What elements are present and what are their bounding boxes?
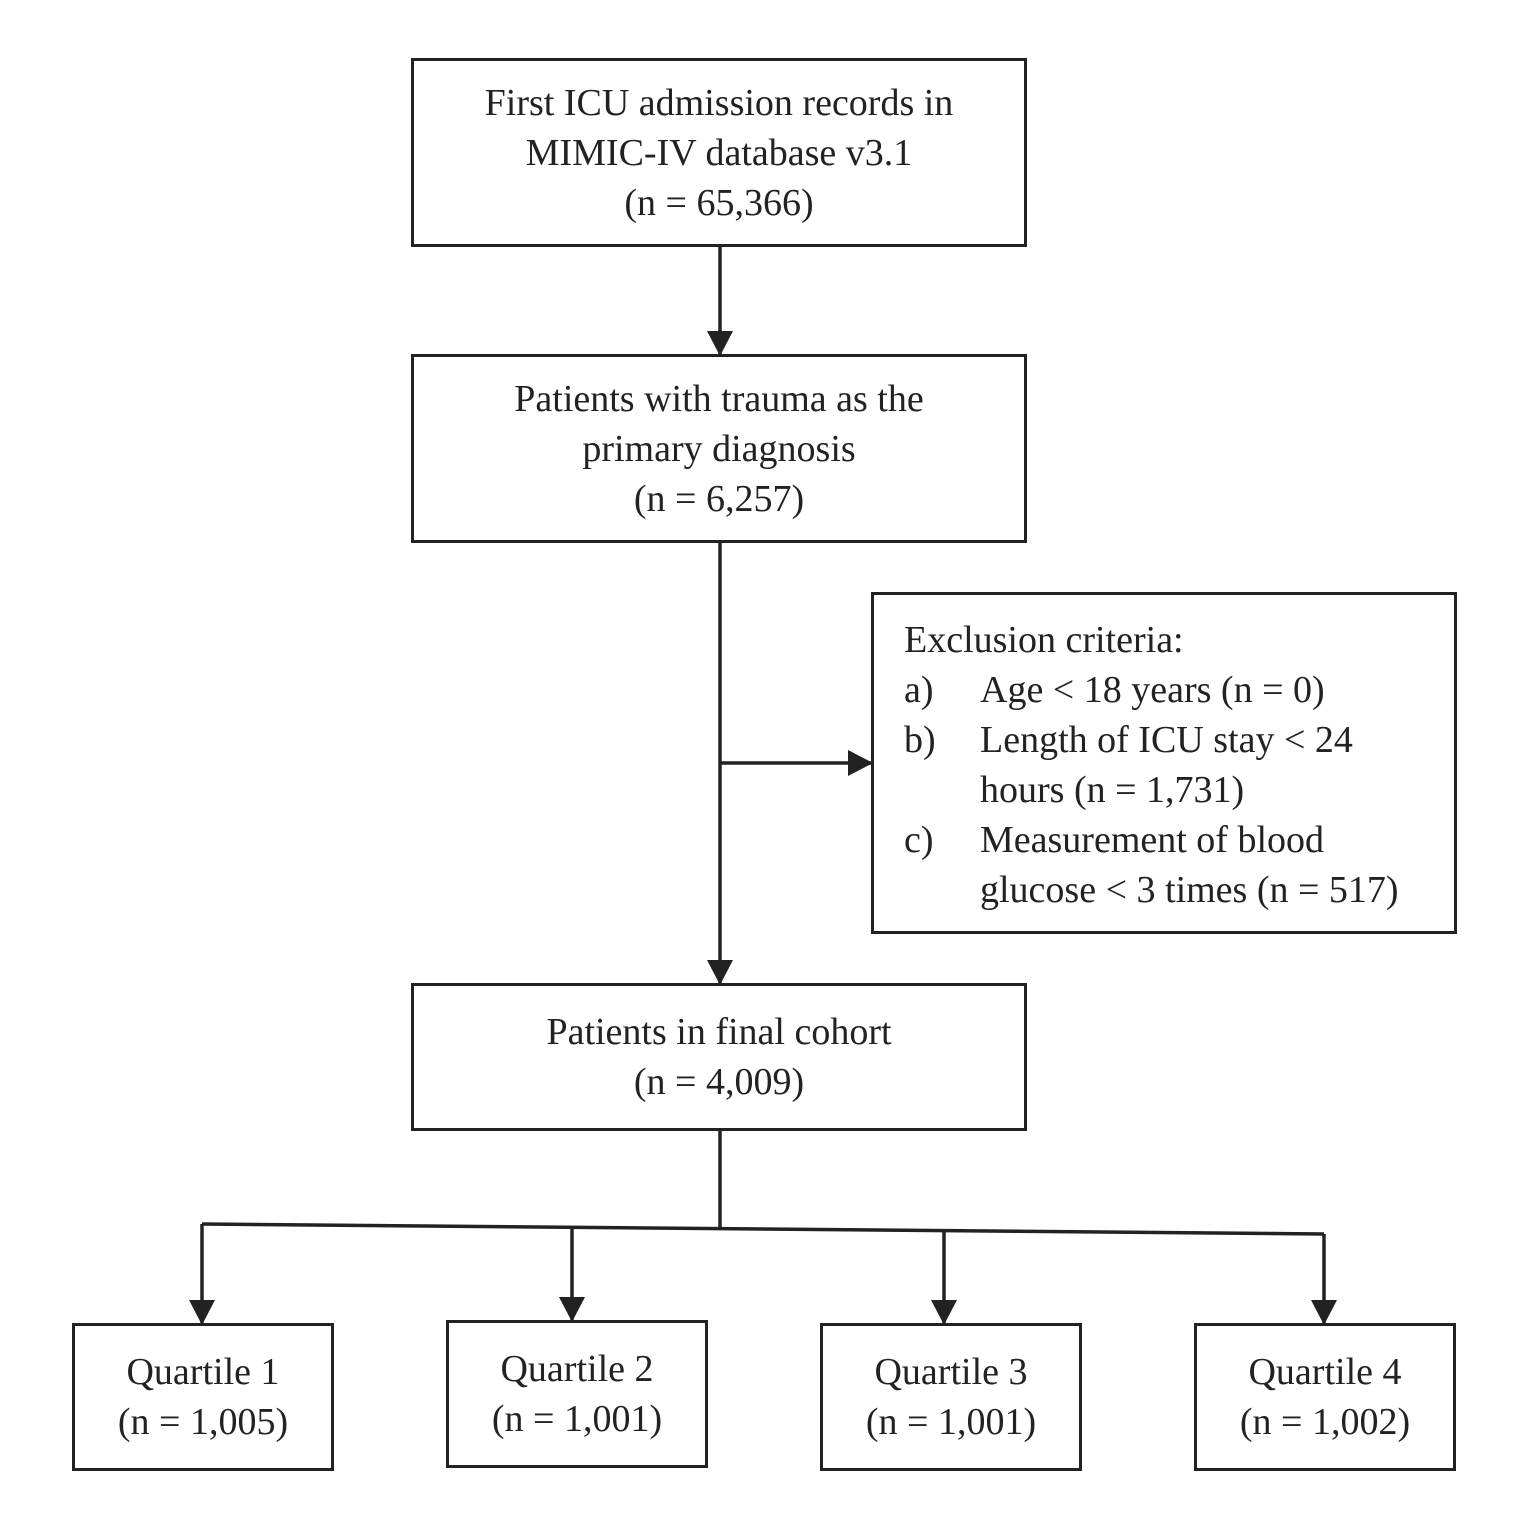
box-trauma-line-1: Patients with trauma as the [514,377,924,420]
box-initial-records: First ICU admission records in MIMIC-IV … [411,58,1027,247]
box-quartile-1: Quartile 1 (n = 1,005) [72,1323,334,1471]
criterion-a-text: Age < 18 years (n = 0) [980,669,1325,711]
quartile-2-count: (n = 1,001) [491,1398,663,1440]
box-final-cohort: Patients in final cohort (n = 4,009) [411,983,1027,1131]
box-quartile-4: Quartile 4 (n = 1,002) [1194,1323,1456,1471]
exclusion-criterion-b: b) Length of ICU stay < 24 hours (n = 1,… [904,715,1353,815]
box-trauma-patients: Patients with trauma as the primary diag… [411,354,1027,543]
criterion-b-label: b) [904,719,936,761]
box-final-count: (n = 4,009) [633,1061,805,1103]
quartile-4-count: (n = 1,002) [1239,1401,1411,1443]
box-trauma-line-2: primary diagnosis [582,427,856,470]
box-trauma-count: (n = 6,257) [633,477,805,520]
exclusion-title: Exclusion criteria: [904,619,1184,661]
criterion-c-label: c) [904,819,934,861]
quartile-4-label: Quartile 4 [1248,1351,1402,1393]
exclusion-criterion-a: a) Age < 18 years (n = 0) [904,665,1325,715]
box-initial-line-2: MIMIC-IV database v3.1 [525,131,913,174]
exclusion-criterion-c: c) Measurement of blood glucose < 3 time… [904,815,1399,915]
box-exclusion-criteria: Exclusion criteria: a) Age < 18 years (n… [871,592,1457,934]
quartile-1-label: Quartile 1 [126,1351,280,1393]
criterion-b-text-2: hours (n = 1,731) [980,769,1245,811]
box-quartile-2: Quartile 2 (n = 1,001) [446,1320,708,1468]
quartile-2-label: Quartile 2 [500,1348,654,1390]
quartile-3-label: Quartile 3 [874,1351,1028,1393]
connector-quartile-branch [201,1222,1325,1236]
criterion-c-text-1: Measurement of blood [980,819,1325,861]
box-initial-count: (n = 65,366) [624,181,814,224]
criterion-a-label: a) [904,669,934,711]
criterion-b-text-1: Length of ICU stay < 24 [980,719,1353,761]
criterion-c-text-2: glucose < 3 times (n = 517) [980,869,1399,911]
box-quartile-3: Quartile 3 (n = 1,001) [820,1323,1082,1471]
box-final-line-1: Patients in final cohort [546,1011,892,1053]
quartile-1-count: (n = 1,005) [117,1401,289,1443]
box-initial-line-1: First ICU admission records in [484,81,954,124]
quartile-3-count: (n = 1,001) [865,1401,1037,1443]
